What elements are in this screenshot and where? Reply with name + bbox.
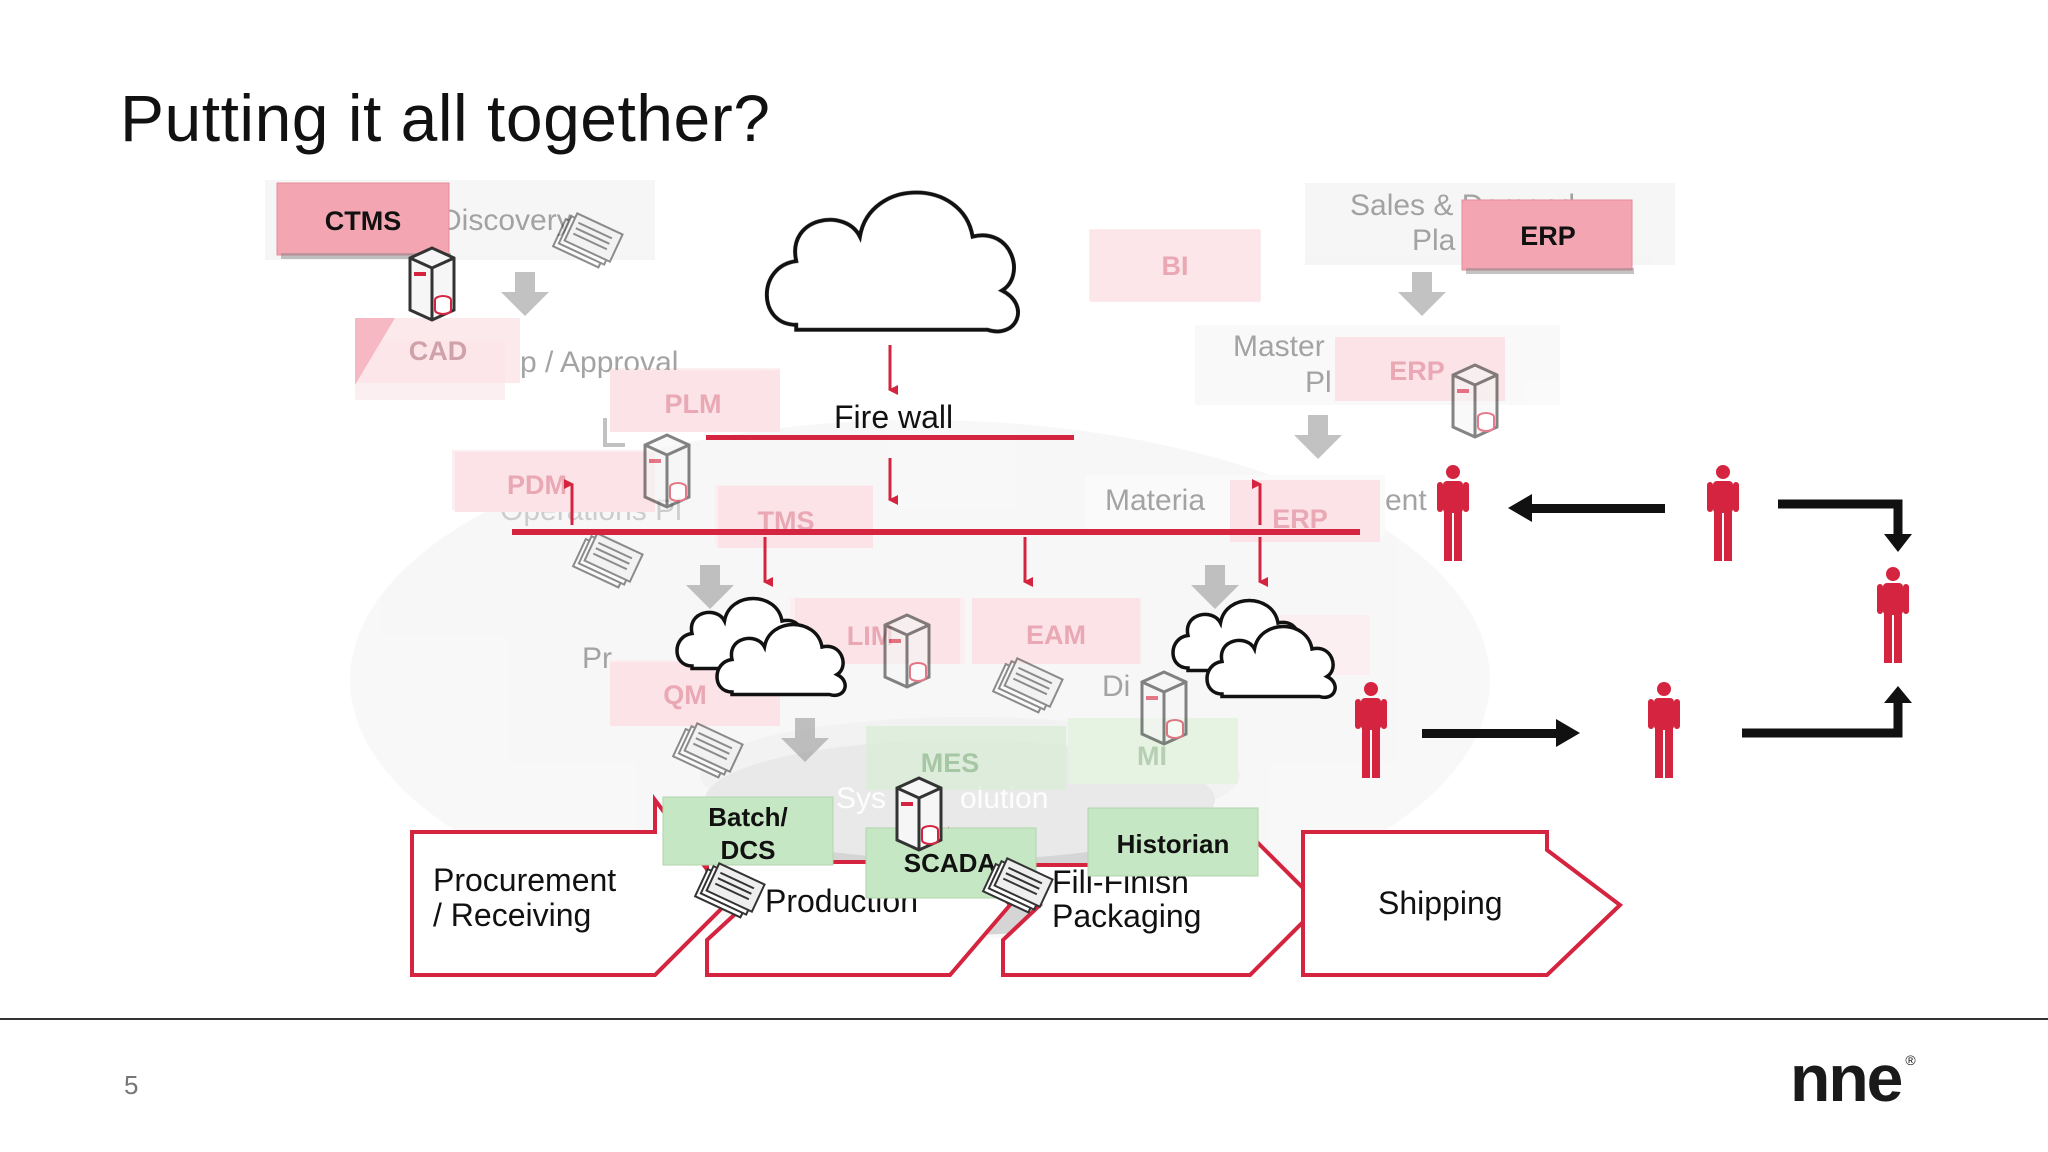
process-fill-finish-label-2: Packaging bbox=[1052, 898, 1201, 934]
system-mi: MI bbox=[1137, 741, 1167, 771]
flow-arrows bbox=[1422, 494, 1912, 747]
label-material: Materia bbox=[1105, 484, 1205, 517]
label-master: Master bbox=[1233, 330, 1325, 363]
firewall-label: Fire wall bbox=[834, 399, 953, 435]
system-cad: CAD bbox=[409, 336, 468, 366]
cloud-icon bbox=[764, 190, 1020, 334]
page-number: 5 bbox=[124, 1070, 139, 1100]
server-icon bbox=[408, 246, 456, 322]
system-batch-dcs-label-2: DCS bbox=[721, 835, 776, 865]
firewall-line bbox=[706, 435, 1074, 440]
logo-mark: ® bbox=[1905, 1052, 1915, 1068]
system-eam: EAM bbox=[1026, 620, 1086, 650]
system-scada-label: SCADA bbox=[904, 848, 997, 878]
system-pdm: PDM bbox=[507, 470, 567, 500]
system-erp-top bbox=[1461, 199, 1633, 271]
label-master-pl: Pl bbox=[1305, 366, 1332, 399]
system-erp-top-label: ERP bbox=[1520, 221, 1576, 251]
process-shipping bbox=[1301, 830, 1624, 977]
footer-divider bbox=[0, 1018, 2048, 1020]
integration-bus bbox=[512, 529, 1360, 535]
server-icon bbox=[895, 776, 943, 852]
logo-text: nne bbox=[1790, 1041, 1903, 1115]
system-historian-label: Historian bbox=[1117, 829, 1230, 859]
system-historian bbox=[1087, 807, 1259, 877]
system-ctms-label: CTMS bbox=[325, 206, 402, 236]
label-processing: Pr bbox=[582, 642, 612, 675]
label-planning: Pla bbox=[1412, 224, 1456, 257]
label-discovery: Discovery bbox=[440, 204, 572, 237]
system-erp-mid: ERP bbox=[1389, 356, 1445, 386]
label-distribution: Di bbox=[1102, 670, 1130, 703]
process-procurement-label-2: / Receiving bbox=[433, 897, 591, 933]
system-bi: BI bbox=[1162, 251, 1189, 281]
system-mes: MES bbox=[921, 748, 980, 778]
system-qm: QM bbox=[663, 680, 707, 710]
system-plm: PLM bbox=[665, 389, 722, 419]
page-title: Putting it all together? bbox=[120, 81, 771, 155]
process-procurement-label-1: Procurement bbox=[433, 862, 616, 898]
process-shipping-label: Shipping bbox=[1378, 885, 1503, 921]
system-batch-dcs-label-1: Batch/ bbox=[708, 802, 787, 832]
label-ent: ent bbox=[1385, 484, 1427, 517]
system-batch-dcs bbox=[662, 796, 834, 866]
company-logo: nne® bbox=[1790, 1040, 1916, 1116]
